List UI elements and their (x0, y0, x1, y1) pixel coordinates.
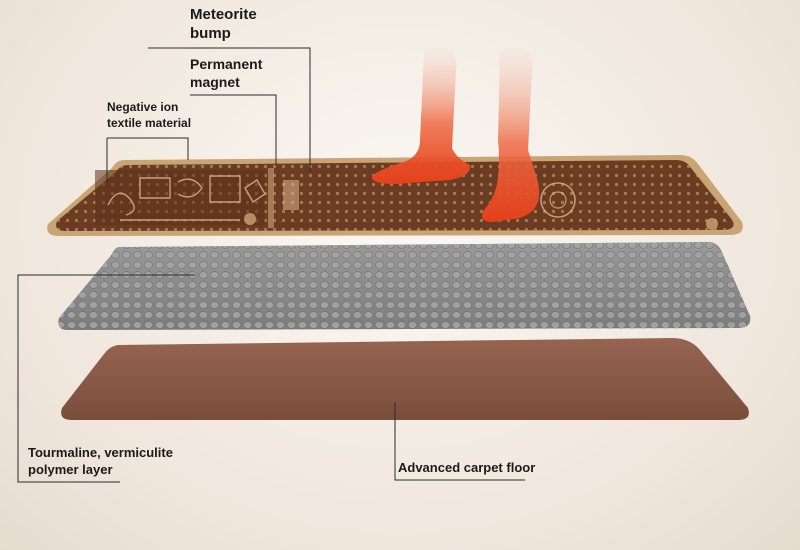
label-tourmaline-line2: polymer layer (28, 462, 113, 477)
label-permanent-magnet: Permanent magnet (190, 55, 262, 91)
mat-top-layer (47, 155, 743, 236)
label-tourmaline: Tourmaline, vermiculite polymer layer (28, 444, 173, 478)
carpet-floor-layer (61, 338, 749, 420)
label-carpet-floor: Advanced carpet floor (398, 459, 535, 476)
label-negative-ion-line2: textile material (107, 116, 192, 130)
label-carpet-floor-line1: Advanced carpet floor (398, 460, 536, 475)
tourmaline-layer (58, 242, 751, 330)
label-permanent-magnet-line1: Permanent (190, 56, 263, 72)
label-meteorite-bump-line2: bump (190, 25, 231, 42)
label-meteorite-bump: Meteorite bump (190, 5, 257, 43)
label-negative-ion: Negative ion textile material (107, 99, 191, 131)
label-tourmaline-line1: Tourmaline, vermiculite (28, 445, 173, 460)
feet-illustration (371, 47, 540, 222)
label-meteorite-bump-line1: Meteorite (190, 6, 257, 23)
label-permanent-magnet-line2: magnet (190, 74, 240, 90)
leader-lines (17, 47, 525, 483)
label-negative-ion-line1: Negative ion (107, 100, 179, 114)
